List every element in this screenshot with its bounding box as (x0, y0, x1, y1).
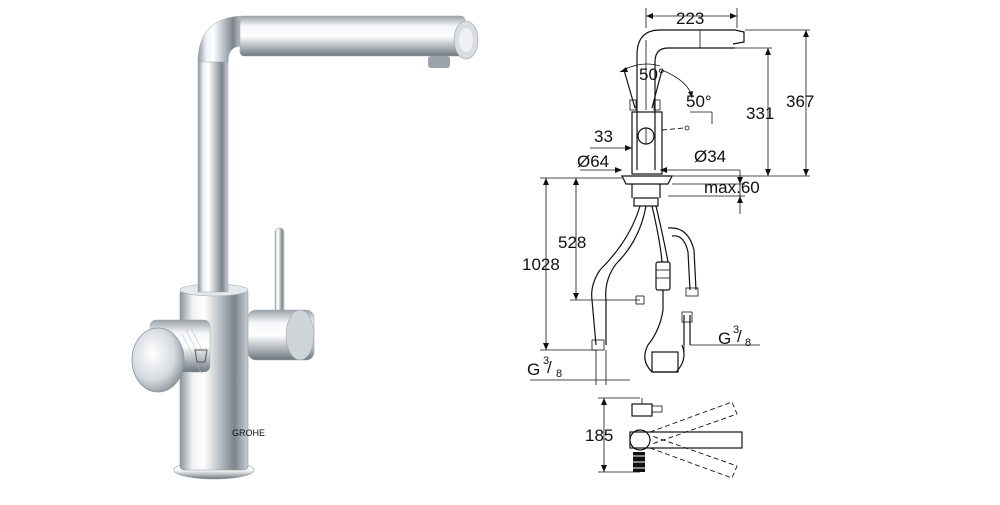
label-thread-left-den: 8 (556, 368, 562, 380)
faucet-body (179, 289, 249, 471)
label-528: 528 (558, 233, 586, 252)
svg-text:/: / (737, 327, 742, 346)
label-367: 367 (786, 92, 814, 111)
label-thread-right-prefix: G (718, 329, 731, 348)
label-1028: 1028 (522, 255, 560, 274)
label-331: 331 (746, 104, 774, 123)
label-thread-left-num: 3 (543, 355, 549, 367)
label-33: 33 (594, 127, 613, 146)
label-223: 223 (676, 9, 704, 28)
label-o64: Ø64 (577, 152, 609, 171)
top-view: 185 (585, 397, 743, 479)
label-max60: max.60 (704, 178, 760, 197)
mixer-lever (274, 227, 285, 319)
technical-drawing: 223 331 367 50° 50° (522, 8, 814, 479)
filter-water-knob (131, 327, 185, 393)
label-o34: Ø34 (694, 147, 726, 166)
label-thread-left-prefix: G (527, 360, 540, 379)
label-thread-right-num: 3 (733, 324, 739, 336)
faucet-photo: GROHE (131, 15, 479, 480)
svg-text:/: / (547, 358, 552, 377)
dim-thread-right: G 3 / 8 (683, 324, 760, 352)
label-angle-right: 50° (686, 92, 712, 111)
hoses (591, 205, 699, 373)
dim-hose-lengths: 528 1028 (522, 178, 640, 351)
faucet-riser (197, 59, 229, 293)
faucet-spout (239, 15, 466, 57)
dim-spout-reach: 223 (645, 8, 738, 28)
dim-thread-left: G 3 / 8 (527, 350, 630, 385)
dim-lever-angles: 50° 50° (619, 40, 713, 124)
label-185: 185 (585, 426, 613, 445)
faucet-outlet (428, 56, 450, 68)
dim-heights: 331 367 (672, 29, 814, 177)
brand-logo: GROHE (232, 428, 265, 438)
dim-base: 33 Ø64 Ø34 max.60 (540, 127, 760, 214)
label-angle-left: 50° (639, 65, 665, 84)
water-glass-icon (194, 349, 208, 363)
label-thread-right-den: 8 (745, 337, 751, 349)
